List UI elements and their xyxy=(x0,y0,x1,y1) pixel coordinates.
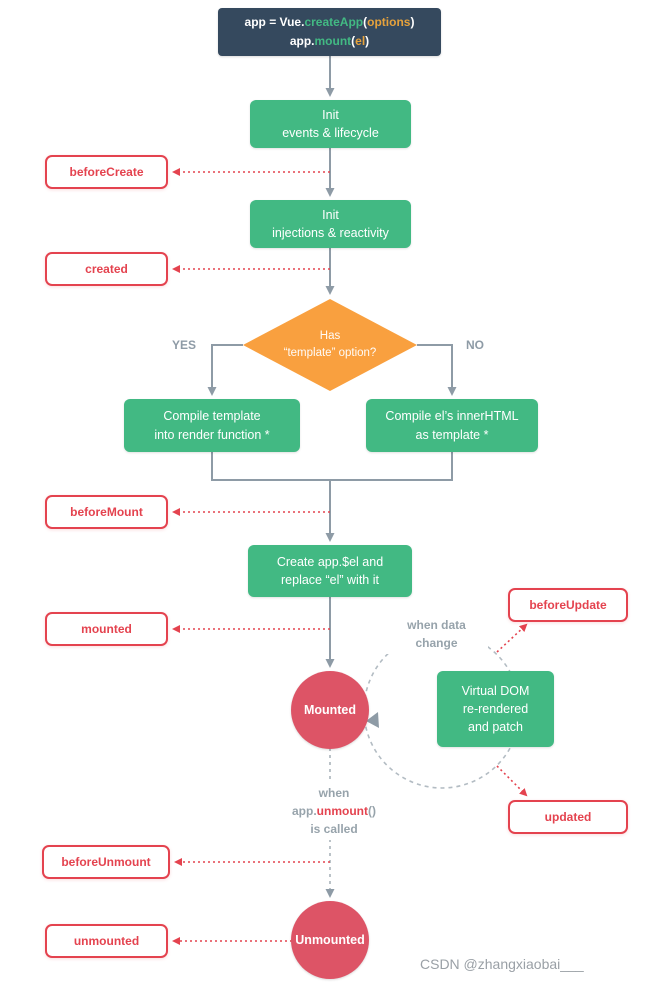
note-text: is called xyxy=(310,822,358,836)
node-init-events: Init events & lifecycle xyxy=(250,100,411,148)
note-when-data-change: when data change xyxy=(385,614,488,654)
node-text: Has xyxy=(319,330,341,343)
line-merge-right xyxy=(330,452,453,481)
node-text: Compile template xyxy=(163,409,261,424)
note-text: app. xyxy=(292,804,317,818)
code-fragment-el: el xyxy=(355,34,366,48)
code-fragment-createapp: createApp xyxy=(304,14,364,29)
arrowhead-loop-to-mounted xyxy=(366,712,379,728)
node-text: into render function * xyxy=(154,427,270,442)
node-text: as template * xyxy=(415,427,489,442)
code-fragment: app = Vue. xyxy=(244,14,305,29)
hook-beforeUnmount: beforeUnmount xyxy=(42,845,170,879)
node-create-app-el: Create app.$el and replace “el” with it xyxy=(248,545,412,597)
state-unmounted: Unmounted xyxy=(291,901,369,979)
note-when-unmount-called: when app.unmount() is called xyxy=(278,782,390,840)
arrow-diamond-no-branch xyxy=(417,344,457,396)
node-text: “template” option? xyxy=(283,347,377,359)
note-text-unmount: unmount xyxy=(316,804,368,818)
hook-created: created xyxy=(45,252,168,286)
code-line-2: app.mount(el) xyxy=(290,32,369,51)
node-text: Create app.$el and xyxy=(276,554,384,569)
node-compile-template: Compile template into render function * xyxy=(124,399,300,452)
code-fragment: ) xyxy=(365,34,370,48)
watermark: CSDN @zhangxiaobai___ xyxy=(420,956,584,972)
arrow-diamond-yes-branch xyxy=(207,344,243,396)
node-text: replace “el” with it xyxy=(281,573,379,587)
node-text: and patch xyxy=(468,720,523,735)
node-text: injections & reactivity xyxy=(272,226,389,240)
code-fragment: ) xyxy=(410,14,415,29)
node-text: Init xyxy=(322,107,339,122)
note-text: when xyxy=(318,786,350,800)
note-text: app.unmount() xyxy=(282,802,386,820)
node-create-app: app = Vue.createApp(options) app.mount(e… xyxy=(218,8,441,56)
note-text: () xyxy=(368,804,376,818)
hook-beforeMount: beforeMount xyxy=(45,495,168,529)
branch-label-no: NO xyxy=(466,338,484,352)
hook-mounted: mounted xyxy=(45,612,168,646)
node-text: re-rendered xyxy=(462,701,529,716)
code-fragment: ( xyxy=(351,34,356,48)
node-init-injections: Init injections & reactivity xyxy=(250,200,411,248)
code-fragment: app. xyxy=(289,34,315,48)
node-text: events & lifecycle xyxy=(282,126,379,140)
hook-updated: updated xyxy=(508,800,628,834)
line-merge-left xyxy=(211,452,330,481)
note-text: change xyxy=(415,636,458,650)
note-text: when data xyxy=(407,618,466,632)
node-virtual-dom-rerender: Virtual DOM re-rendered and patch xyxy=(437,671,554,747)
code-fragment-mount: mount xyxy=(314,34,352,48)
branch-label-yes: YES xyxy=(172,338,197,352)
node-text: Compile el’s innerHTML xyxy=(385,409,519,424)
arrow-hook-beforeUpdate xyxy=(496,623,528,653)
node-text: Init xyxy=(322,207,339,222)
node-text: Virtual DOM xyxy=(461,683,530,698)
state-mounted: Mounted xyxy=(291,671,369,749)
hook-beforeUpdate: beforeUpdate xyxy=(508,588,628,622)
arrow-hook-updated xyxy=(496,765,528,797)
hook-beforeCreate: beforeCreate xyxy=(45,155,168,189)
hook-unmounted: unmounted xyxy=(45,924,168,958)
code-fragment: ( xyxy=(363,14,368,29)
code-fragment-options: options xyxy=(367,14,411,29)
code-line-1: app = Vue.createApp(options) xyxy=(245,13,415,32)
node-compile-el-innerhtml: Compile el’s innerHTML as template * xyxy=(366,399,538,452)
